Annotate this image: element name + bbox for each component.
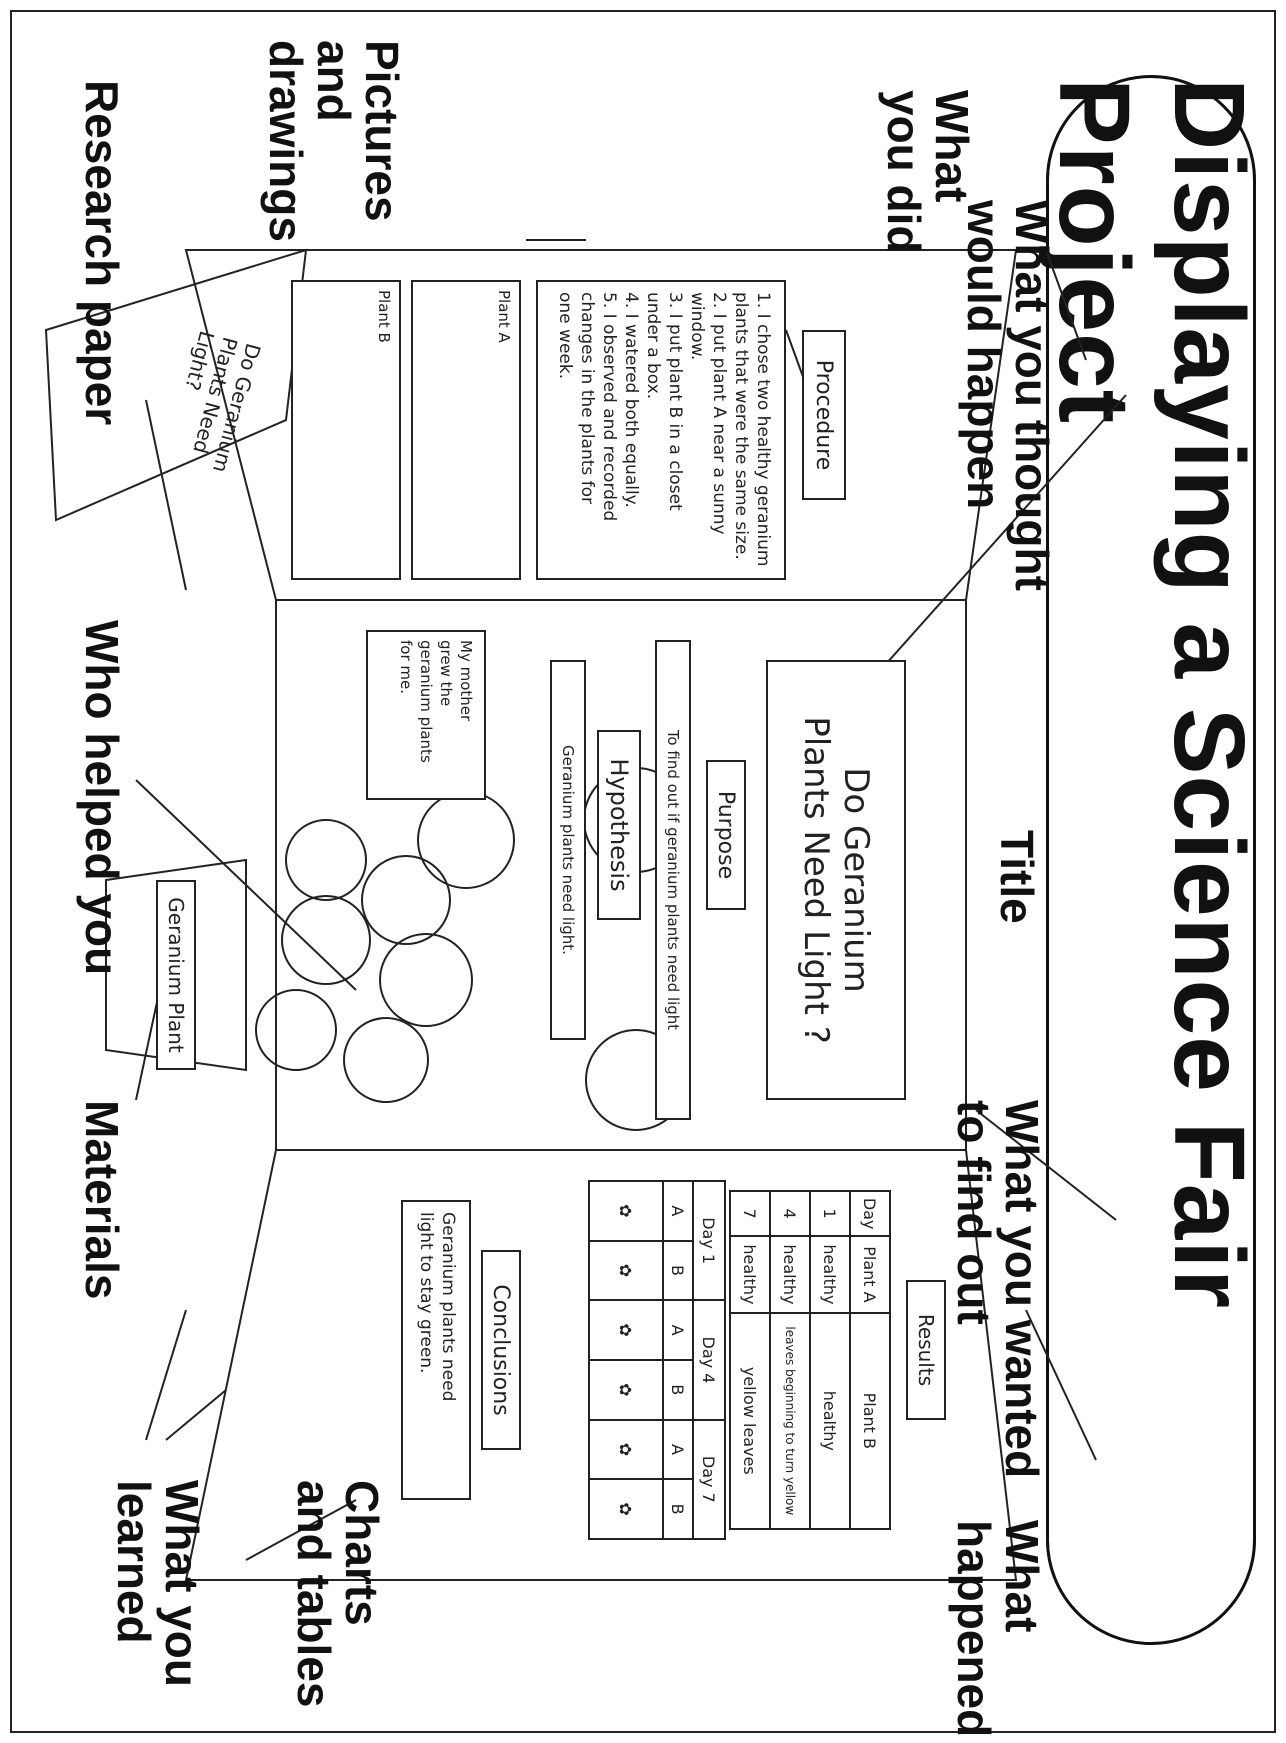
callout-pictures: Pictures and drawings [260, 40, 408, 242]
table-cell: leaves beginning to turn yellow [770, 1312, 810, 1529]
callout-what-you-wanted: What you wanted to find out [948, 1100, 1048, 1479]
callout-who-helped: Who helped you [76, 620, 128, 976]
table-row: 7 healthy yellow leaves [730, 1191, 770, 1529]
hypothesis-text: Geranium plants need light. [559, 745, 577, 955]
plant-b-drawing-box: Plant B [291, 280, 401, 580]
table-cell: healthy [810, 1236, 850, 1313]
plant-b-label: Plant B [375, 290, 393, 343]
plant-sketch-cell: ✿ [589, 1300, 663, 1360]
callout-charts-tables: Charts and tables [288, 1480, 388, 1708]
table-cell: 7 [730, 1191, 770, 1237]
callout-title: Title [991, 830, 1043, 924]
day-chart: Day 1 Day 4 Day 7 A B A B A B ✿ ✿ ✿ ✿ ✿ … [588, 1180, 726, 1540]
callout-what-learned: What you learned [108, 1480, 208, 1687]
procedure-box: 1. I chose two healthy geranium plants t… [536, 280, 786, 580]
conclusions-text: Geranium plants need light to stay green… [416, 1212, 458, 1402]
plant-header: B [663, 1479, 693, 1539]
purpose-text: To find out if geranium plants need ligh… [664, 729, 682, 1031]
day-header: Day 4 [693, 1300, 725, 1420]
plant-sketch-cell: ✿ [589, 1419, 663, 1480]
table-cell: healthy [810, 1312, 850, 1529]
hypothesis-box: Geranium plants need light. [550, 660, 586, 1040]
conclusions-box: Geranium plants need light to stay green… [401, 1200, 471, 1500]
plant-a-label: Plant A [495, 290, 513, 343]
plant-header: B [663, 1240, 693, 1301]
plant-sketch-cell: ✿ [589, 1359, 663, 1420]
helper-text: My mother grew the geranium plants for m… [397, 640, 475, 763]
day-header: Day 7 [693, 1419, 725, 1539]
plant-header: A [663, 1181, 693, 1241]
callout-what-you-thought: What you thought would happen [958, 200, 1058, 591]
procedure-steps: 1. I chose two healthy geranium plants t… [555, 292, 773, 567]
callout-research-paper: Research paper [76, 80, 128, 426]
table-row: 4 healthy leaves beginning to turn yello… [770, 1191, 810, 1529]
board-title: Do Geranium Plants Need Light ? [796, 716, 876, 1044]
plant-header: B [663, 1359, 693, 1420]
table-row: 1 healthy healthy [810, 1191, 850, 1529]
callout-materials: Materials [76, 1100, 128, 1300]
table-cell: yellow leaves [730, 1312, 770, 1529]
right-panel-outline [184, 1149, 1018, 1581]
table-cell: healthy [770, 1236, 810, 1313]
table-cell: 4 [770, 1191, 810, 1237]
plant-sketch-cell: ✿ [589, 1181, 663, 1241]
results-table: Day Plant A Plant B 1 healthy healthy 4 … [729, 1190, 891, 1530]
plant-header: A [663, 1419, 693, 1480]
plant-header: A [663, 1300, 693, 1360]
results-label: Results [906, 1280, 946, 1420]
board-title-box: Do Geranium Plants Need Light ? [766, 660, 906, 1100]
plant-sketch-cell: ✿ [589, 1240, 663, 1301]
procedure-label: Procedure [802, 330, 846, 500]
callout-what-happened: What happened [948, 1520, 1048, 1738]
hypothesis-label: Hypothesis [597, 730, 641, 920]
table-cell: healthy [730, 1236, 770, 1313]
purpose-box: To find out if geranium plants need ligh… [655, 640, 691, 1120]
plant-a-drawing-box: Plant A [411, 280, 521, 580]
helper-box: My mother grew the geranium plants for m… [366, 630, 486, 800]
purpose-label: Purpose [706, 760, 746, 910]
results-header-day: Day [850, 1191, 890, 1237]
conclusions-label: Conclusions [481, 1250, 521, 1450]
plant-sketch-cell: ✿ [589, 1479, 663, 1539]
day-header: Day 1 [693, 1181, 725, 1301]
pot-label: Geranium Plant [156, 880, 196, 1070]
results-header-plant-b: Plant B [850, 1312, 890, 1529]
table-cell: 1 [810, 1191, 850, 1237]
results-header-plant-a: Plant A [850, 1236, 890, 1313]
flower-pot-outline [105, 858, 247, 1072]
